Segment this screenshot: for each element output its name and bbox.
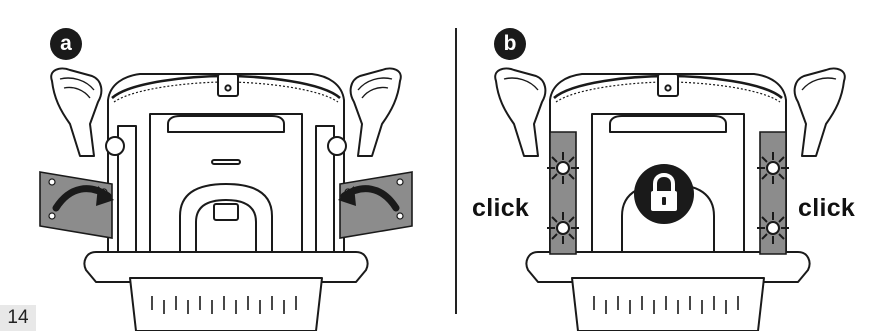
step-badge-a: a [50,28,82,60]
illustration-panel-a: a [0,6,452,331]
lock-icon [634,164,694,224]
stroller-drawing-b [458,6,885,331]
panel-divider [455,28,457,314]
illustration-panel-b: b click click [458,6,885,331]
click-label-right: click [798,194,855,223]
page-number: 14 [0,305,36,331]
step-badge-b: b [494,28,526,60]
click-label-left: click [472,194,529,223]
